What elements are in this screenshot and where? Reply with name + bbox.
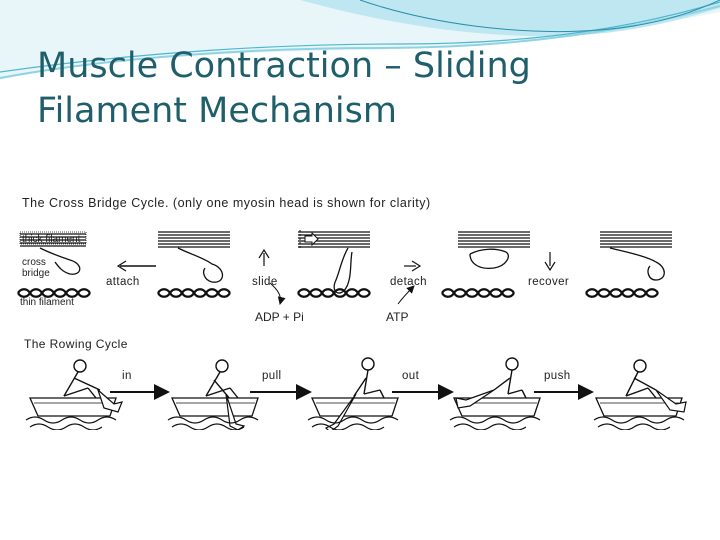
slide-title-line-1: Muscle Contraction – Sliding bbox=[37, 46, 531, 86]
slide-title-line-2: Filament Mechanism bbox=[37, 91, 397, 131]
rowing-out-label: out bbox=[402, 370, 420, 382]
header-wave-decoration bbox=[0, 0, 720, 80]
cross-bridge-heading: The Cross Bridge Cycle. (only one myosin… bbox=[22, 196, 431, 210]
rower-4 bbox=[493, 357, 527, 399]
water-2 bbox=[167, 416, 259, 430]
myosin-head-panel-3 bbox=[333, 247, 353, 294]
rowing-pull-label: pull bbox=[262, 370, 282, 382]
thin-filament-panel-5 bbox=[584, 288, 660, 298]
thick-filament-panel-4 bbox=[457, 231, 531, 248]
myosin-head-panel-5 bbox=[609, 247, 665, 281]
rowing-heading: The Rowing Cycle bbox=[24, 337, 128, 351]
water-4 bbox=[449, 416, 541, 430]
thin-filament-label: thin filament bbox=[20, 297, 74, 308]
rower-1 bbox=[63, 359, 101, 399]
boat-2 bbox=[171, 397, 259, 417]
myosin-head-panel-4 bbox=[469, 248, 509, 270]
oar-3 bbox=[324, 393, 357, 430]
rowing-push-label: push bbox=[544, 370, 571, 382]
thick-filament-panel-5 bbox=[599, 231, 673, 248]
oar-5 bbox=[655, 389, 687, 413]
thin-filament-panel-2 bbox=[156, 288, 232, 298]
atp-label: ATP bbox=[386, 310, 408, 324]
thick-filament-panel-1 bbox=[20, 233, 86, 247]
oar-4 bbox=[455, 389, 495, 409]
slide-title: Muscle Contraction – Sliding Filament Me… bbox=[37, 44, 657, 134]
rowing-in-label: in bbox=[122, 370, 132, 382]
boat-3 bbox=[311, 397, 399, 417]
thin-filament-panel-1 bbox=[16, 288, 92, 298]
hollow-arrow-icon bbox=[304, 231, 319, 247]
rower-3 bbox=[353, 357, 385, 399]
adp-curved-arrow-icon bbox=[269, 282, 286, 305]
water-5 bbox=[593, 416, 685, 430]
atp-curved-arrow-icon bbox=[397, 285, 415, 305]
rower-5 bbox=[625, 359, 657, 399]
thin-filament-panel-3 bbox=[296, 288, 372, 298]
adp-label: ADP + Pi bbox=[255, 310, 304, 324]
myosin-head-panel-1 bbox=[39, 247, 81, 275]
cross-bridge-diagram: The Cross Bridge Cycle. (only one myosin… bbox=[16, 196, 687, 430]
cross-bridge-label-line-2: bridge bbox=[22, 268, 50, 279]
myosin-head-panel-2 bbox=[177, 247, 224, 283]
water-1 bbox=[25, 416, 117, 430]
oar-2 bbox=[225, 393, 246, 430]
step-slide-label: slide bbox=[252, 276, 278, 288]
step-attach-label: attach bbox=[106, 276, 140, 288]
cross-bridge-label-line-1: cross bbox=[22, 257, 46, 268]
step-recover-label: recover bbox=[528, 276, 569, 288]
oar-1 bbox=[96, 388, 123, 413]
water-3 bbox=[307, 416, 399, 430]
thin-filament-panel-4 bbox=[440, 288, 516, 298]
thick-filament-label-box bbox=[19, 231, 87, 245]
step-detach-label: detach bbox=[390, 276, 427, 288]
thick-filament-panel-2 bbox=[157, 231, 231, 248]
